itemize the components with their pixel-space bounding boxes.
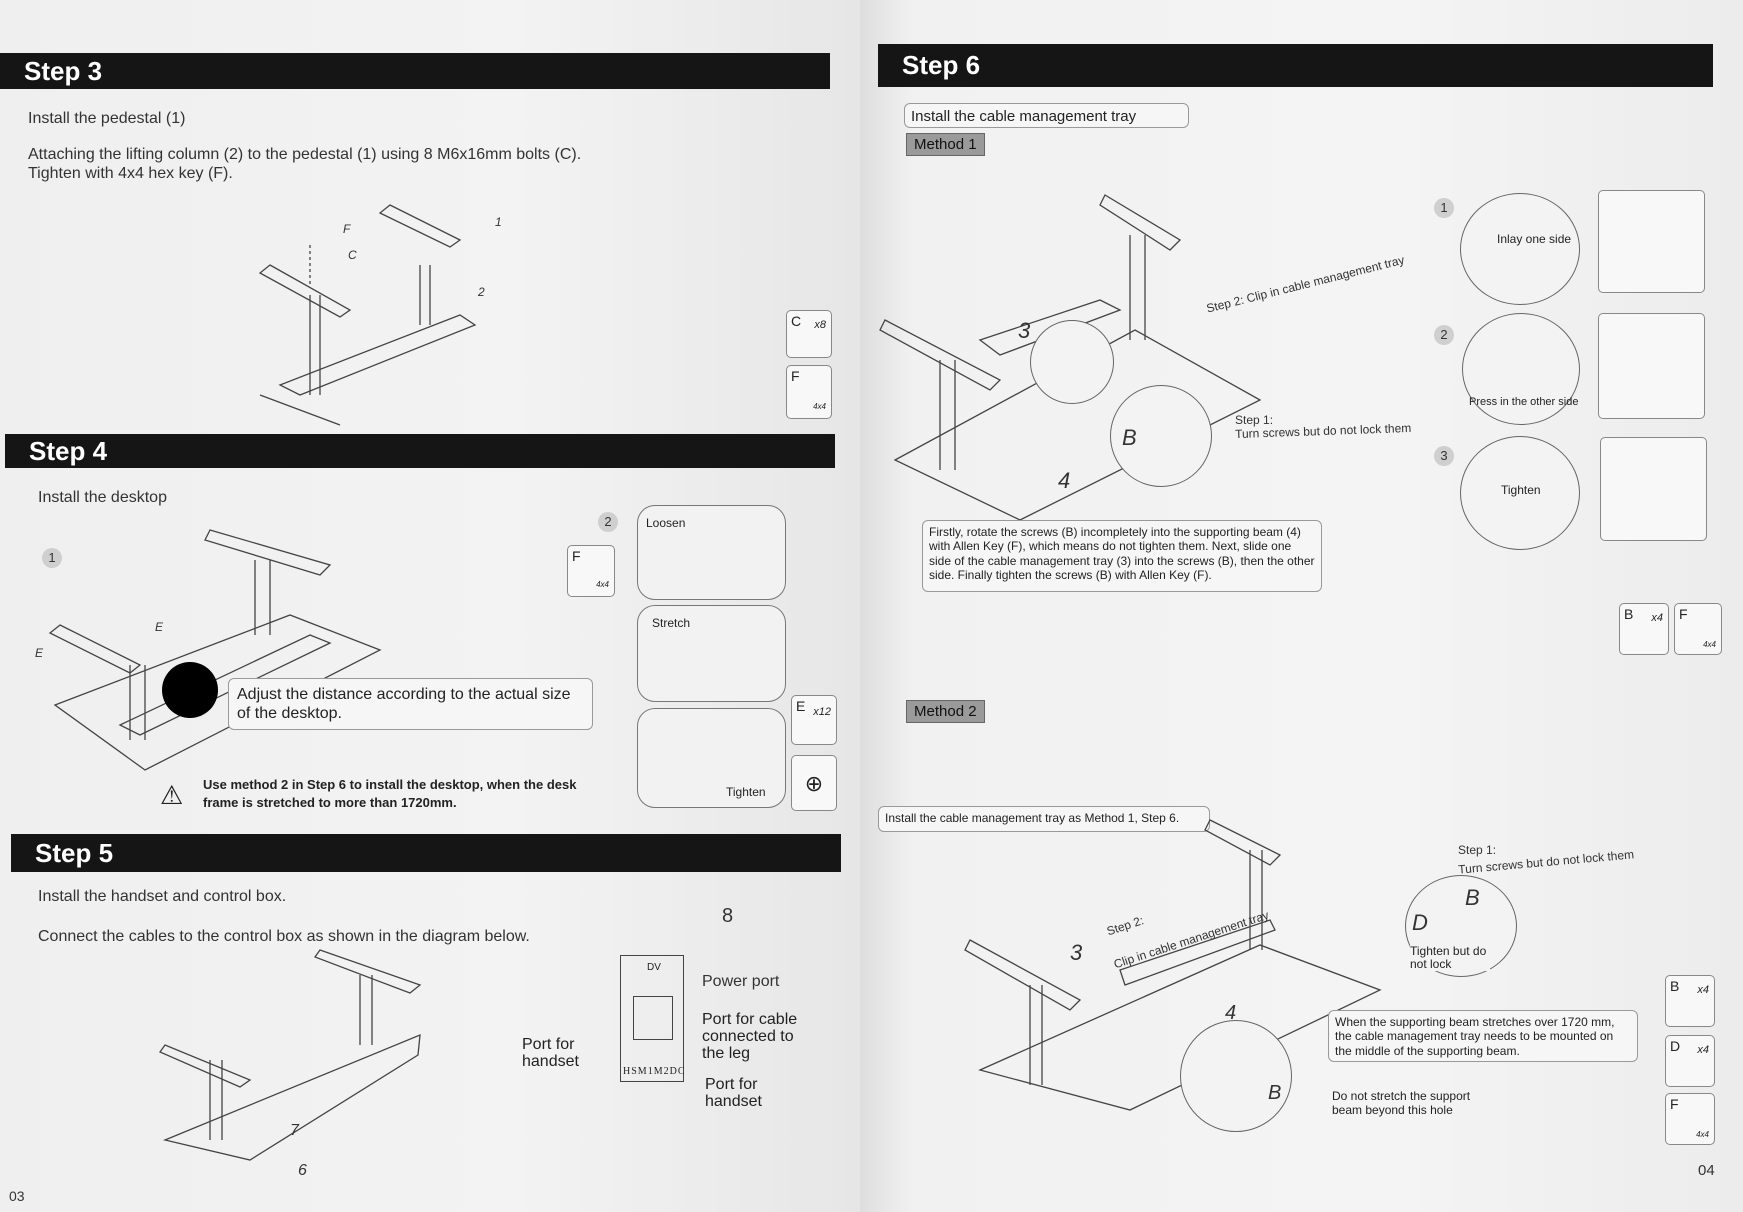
callout-3: 3 [1018,318,1031,343]
handset-port-label-left: Port for handset [522,1036,579,1070]
m2-callout-d: D [1412,910,1428,935]
panel-tighten: Tighten [637,708,786,808]
step5-line1: Install the handset and control box. [38,888,287,905]
method2-note: When the supporting beam stretches over … [1328,1010,1638,1062]
callout-8: 8 [722,905,734,927]
step5-title: Step 5 [35,837,114,868]
callout-2: 2 [478,285,485,299]
tighten-label: Tighten but do not lock [1410,944,1490,972]
step6-subtitle: Install the cable management tray [904,103,1189,128]
m2-callout-b2: B [1465,885,1480,910]
substep-3-side-view [1600,437,1707,541]
detail-circle-screws [1110,385,1212,487]
method1-badge: Method 1 [906,133,985,156]
handset-frame-diagram [159,949,422,1161]
substep-2-lens: Press in the other side [1462,313,1580,425]
callout-4: 4 [1058,468,1071,493]
hole-note: Do not stretch the support beam beyond t… [1332,1089,1471,1117]
detail-circle-tray [1030,320,1114,404]
substep-3-lens: Tighten [1460,436,1580,550]
callout-c: C [348,248,357,262]
marker-1: 1 [42,548,62,568]
step5-line2: Connect the cables to the control box as… [38,928,530,945]
step3-title: Step 3 [24,55,103,86]
method2-diagram [964,819,1382,1111]
callout-b: B [1122,425,1137,450]
method1-description: Firstly, rotate the screws (B) incomplet… [922,520,1322,592]
step4-title: Step 4 [29,435,108,466]
callout-e2: E [35,646,44,660]
port-labels: HSM1M2DC [623,1066,686,1077]
step3-line2: Attaching the lifting column (2) to the … [28,146,582,163]
substep-2-side-view [1598,313,1705,419]
panel-stretch: Stretch [637,605,786,702]
m2-callout-b1: B [1268,1082,1282,1104]
step5-header: Step 5 [11,834,841,872]
substep-1-side-view [1598,190,1705,293]
page-number: 04 [1698,1162,1715,1179]
method2-badge: Method 2 [906,700,985,723]
callout-1: 1 [495,215,502,229]
warning-text: Use method 2 in Step 6 to install the de… [203,777,577,810]
substep-1-lens: Inlay one side [1460,193,1580,305]
m2-callout-4: 4 [1225,1002,1237,1024]
callout-6: 6 [298,1162,307,1179]
step3-line1: Install the pedestal (1) [28,110,186,127]
callout-e1: E [155,620,164,634]
callout-f: F [343,222,351,236]
panel-loosen: Loosen [637,505,786,600]
warning-icon: ⚠ [160,780,184,810]
handset-port-label-right: Port for handset [705,1076,762,1110]
substep-1-marker: 1 [1434,198,1454,218]
screwdriver-icon: ⊕ [791,755,837,811]
substep-2-marker: 2 [1434,325,1454,345]
step3-line3: Tighten with 4x4 hex key (F). [28,165,233,182]
left-page: Step 3 Install the pedestal (1) Attachin… [0,0,860,1212]
step4-line1: Install the desktop [38,489,167,506]
pedestal-diagram [258,204,477,426]
step3-header: Step 3 [0,53,830,89]
step4-header: Step 4 [5,434,835,468]
substep-3-marker: 3 [1434,446,1454,466]
adjust-distance-note: Adjust the distance according to the act… [228,678,593,730]
method2-step1-a: Step 1: [1458,843,1497,857]
power-port-label: Power port [702,973,780,990]
method2-instruction: Install the cable management tray as Met… [878,806,1210,832]
m2-callout-3: 3 [1070,940,1083,965]
right-page: Step 6 Install the cable management tray… [860,0,1743,1212]
page-number: 03 [9,1188,25,1204]
step6-header: Step 6 [878,44,1713,87]
detail-circle-hole [1180,1020,1292,1132]
callout-7: 7 [290,1122,299,1139]
method1-step1-a: Step 1: [1235,413,1274,427]
desktop-frame-diagram [48,529,382,771]
control-box: DV HSM1M2DC [620,955,686,1082]
marker-2: 2 [598,512,618,532]
leg-port-label: Port for cable connected to the leg [702,1011,798,1062]
step6-title: Step 6 [902,50,981,80]
